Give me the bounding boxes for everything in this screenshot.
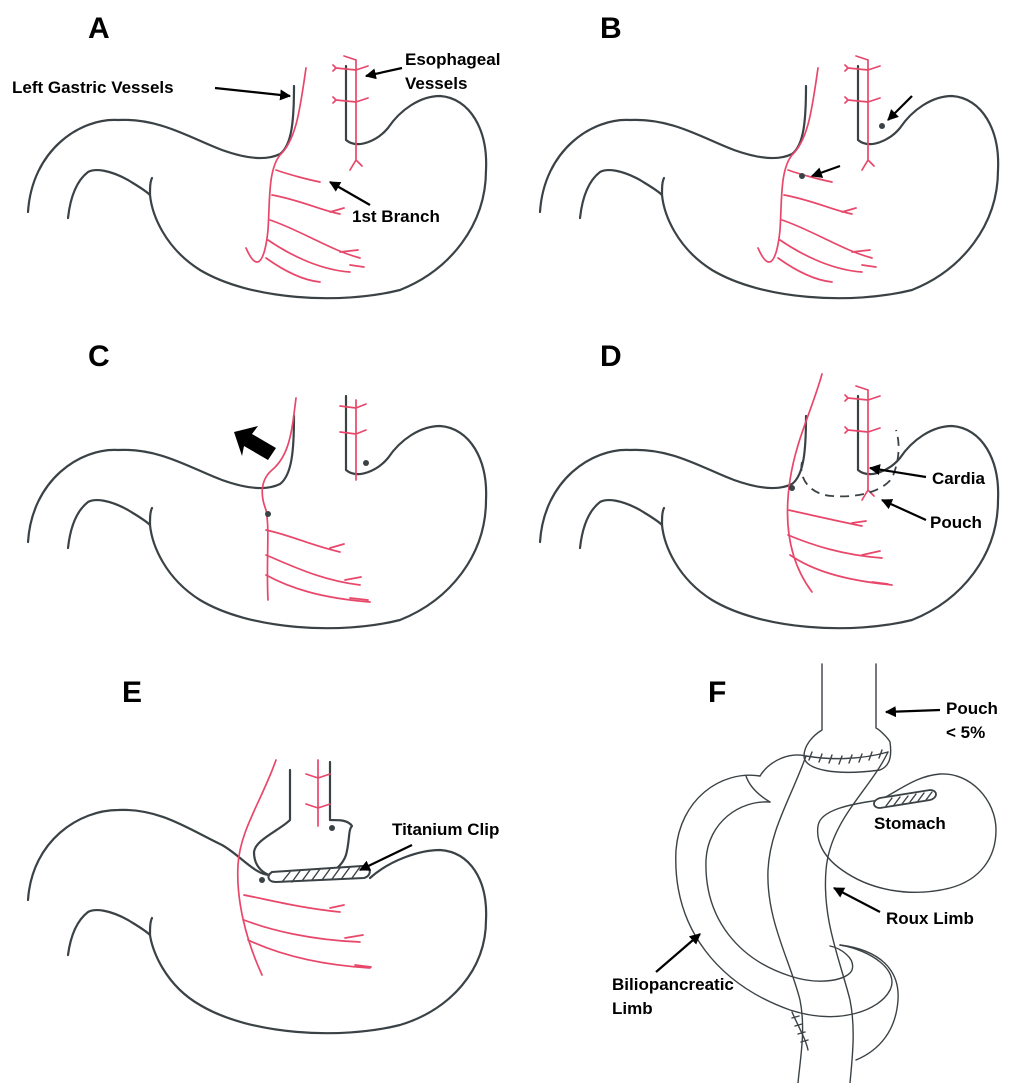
esophageal-vessel (340, 400, 366, 480)
first-branch-label: 1st Branch (352, 207, 440, 226)
ligation-dot-icon (879, 123, 885, 129)
jejunojejunostomy (792, 1012, 808, 1050)
arrow-icon (882, 500, 926, 520)
arrow-icon (886, 710, 940, 712)
esophageal-vessel (333, 56, 368, 170)
ligation-dot-icon (329, 825, 335, 831)
titanium-clip-label: Titanium Clip (392, 820, 499, 839)
arrow-icon (215, 88, 290, 96)
arrow-icon (834, 888, 880, 912)
arrow-icon (330, 182, 370, 205)
panel-b: B (540, 12, 998, 298)
arrow-icon (812, 166, 840, 176)
stomach-outline (28, 810, 486, 1033)
esophageal-vessels-label-line1: Esophageal (405, 50, 500, 69)
arrow-icon (656, 934, 700, 972)
ligation-dot-icon (789, 485, 795, 491)
left-gastric-vessel-tree (262, 398, 370, 602)
pouch-label-line2: < 5% (946, 723, 985, 742)
ligation-dot-icon (363, 460, 369, 466)
panel-f: F Pouch < 5% Stomach Roux Limb Biliopanc… (612, 664, 998, 1083)
stomach-label: Stomach (874, 814, 946, 833)
stomach-outline (150, 918, 152, 935)
lower-loop (840, 945, 898, 1060)
panel-b-letter: B (600, 12, 622, 45)
esophageal-vessel (845, 56, 880, 170)
pouch-anastomosis (806, 750, 888, 764)
biliopancreatic-limb-inner (706, 802, 853, 981)
ligation-dot-icon (265, 511, 271, 517)
panel-a-letter: A (88, 12, 110, 45)
esophageal-vessel (306, 760, 330, 826)
panel-c: C (28, 340, 486, 628)
panel-c-letter: C (88, 340, 110, 373)
arrow-icon (366, 68, 402, 76)
panel-a: A Left Gastric Vessels Esophageal Vessel… (12, 12, 500, 298)
gastric-pouch (804, 664, 891, 772)
panel-d: D Cardia Pouch (540, 340, 998, 628)
stomach-outline (28, 66, 486, 298)
remnant-stomach (818, 774, 996, 892)
left-gastric-vessels-label: Left Gastric Vessels (12, 78, 174, 97)
cardia-label: Cardia (932, 469, 985, 488)
panel-d-letter: D (600, 340, 622, 373)
direction-arrow-icon (234, 426, 276, 460)
stomach-outline (28, 396, 486, 628)
pouch-label: Pouch (930, 513, 982, 532)
titanium-clip-icon (874, 790, 936, 808)
panel-e: E Titanium Clip (28, 676, 499, 1033)
pouch-label-line1: Pouch (946, 699, 998, 718)
roux-limb-label: Roux Limb (886, 909, 974, 928)
biliopancreatic-limb-label-line2: Limb (612, 999, 653, 1018)
titanium-clip-icon (269, 866, 370, 882)
ligation-dot-icon (799, 173, 805, 179)
stomach-outline (540, 66, 998, 298)
panel-f-letter: F (708, 676, 726, 709)
pouch-outline (801, 430, 898, 496)
panel-e-letter: E (122, 676, 142, 709)
esophageal-vessels-label-line2: Vessels (405, 74, 467, 93)
ligation-dot-icon (259, 877, 265, 883)
biliopancreatic-limb-label-line1: Biliopancreatic (612, 975, 734, 994)
esophageal-vessel (845, 386, 880, 500)
left-gastric-vessel-tree (788, 374, 892, 592)
